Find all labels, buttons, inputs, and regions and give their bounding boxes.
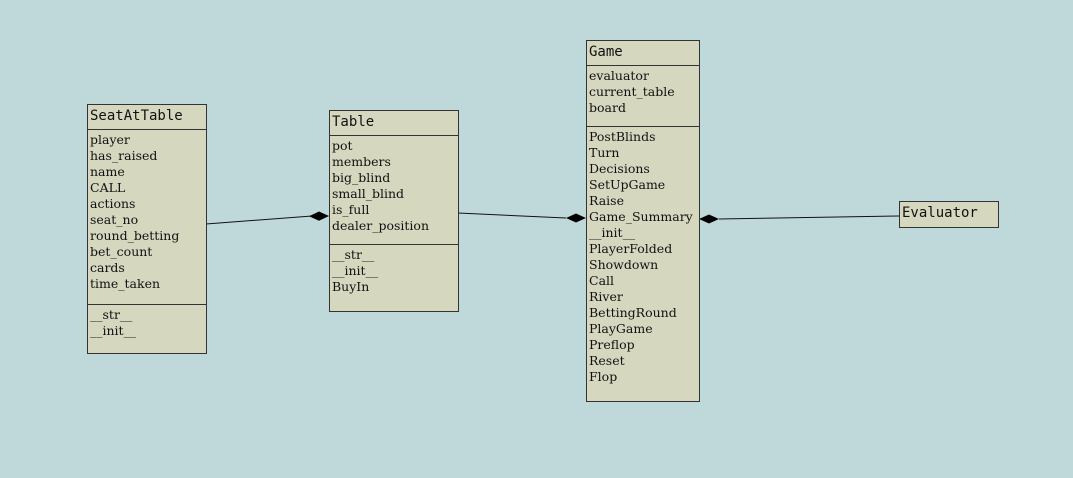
method: Raise: [589, 193, 624, 208]
attribute: has_raised: [90, 148, 158, 163]
class-table[interactable]: Table pot members big_blind small_blind …: [329, 110, 459, 312]
attribute: bet_count: [90, 244, 153, 259]
link-seat-table: [205, 215, 313, 225]
link-evaluator-game: [718, 215, 900, 220]
method: Game_Summary: [589, 209, 693, 224]
method: __init__: [589, 225, 636, 240]
method: PlayerFolded: [589, 241, 673, 256]
attribute: big_blind: [332, 170, 391, 185]
class-game[interactable]: Game evaluator current_table board PostB…: [586, 40, 700, 402]
attribute: is_full: [332, 202, 370, 217]
attribute: seat_no: [90, 212, 139, 227]
method: __str__: [332, 247, 375, 262]
method: SetUpGame: [589, 177, 666, 192]
method: Preflop: [589, 337, 635, 352]
method-list: PostBlinds Turn Decisions SetUpGame Rais…: [587, 127, 699, 385]
class-evaluator[interactable]: Evaluator: [899, 201, 999, 228]
attribute-list: evaluator current_table board: [587, 66, 699, 127]
method: Reset: [589, 353, 625, 368]
method: River: [589, 289, 623, 304]
method: PlayGame: [589, 321, 653, 336]
link-table-game: [457, 212, 567, 219]
attribute: cards: [90, 260, 125, 275]
attribute: round_betting: [90, 228, 180, 243]
attribute: pot: [332, 138, 353, 153]
method-list: __str__ __init__ BuyIn: [330, 245, 458, 295]
attribute: small_blind: [332, 186, 405, 201]
attribute: evaluator: [589, 68, 649, 83]
composition-diamond-game-left: [566, 213, 586, 223]
class-name: Game: [587, 41, 699, 66]
attribute: time_taken: [90, 276, 161, 291]
class-seatattable[interactable]: SeatAtTable player has_raised name CALL …: [87, 104, 207, 354]
attribute: board: [589, 100, 626, 115]
attribute-list: player has_raised name CALL actions seat…: [88, 130, 206, 305]
attribute-list: pot members big_blind small_blind is_ful…: [330, 136, 458, 245]
method: PostBlinds: [589, 129, 656, 144]
method-list: __str__ __init__: [88, 305, 206, 339]
method: BuyIn: [332, 279, 370, 294]
composition-diamond-game-right: [699, 214, 719, 224]
method: __str__: [90, 307, 133, 322]
attribute: actions: [90, 196, 136, 211]
class-name: SeatAtTable: [88, 105, 206, 130]
method: Showdown: [589, 257, 659, 272]
attribute: CALL: [90, 180, 126, 195]
class-name: Table: [330, 111, 458, 136]
method: __init__: [332, 263, 379, 278]
class-name: Evaluator: [902, 205, 978, 221]
method: Turn: [589, 145, 620, 160]
attribute: dealer_position: [332, 218, 430, 233]
method: __init__: [90, 323, 137, 338]
method: Decisions: [589, 161, 650, 176]
method: Call: [589, 273, 615, 288]
method: Flop: [589, 369, 618, 384]
attribute: player: [90, 132, 130, 147]
attribute: members: [332, 154, 391, 169]
composition-diamond-table: [309, 211, 329, 221]
method: BettingRound: [589, 305, 677, 320]
attribute: current_table: [589, 84, 675, 99]
attribute: name: [90, 164, 125, 179]
